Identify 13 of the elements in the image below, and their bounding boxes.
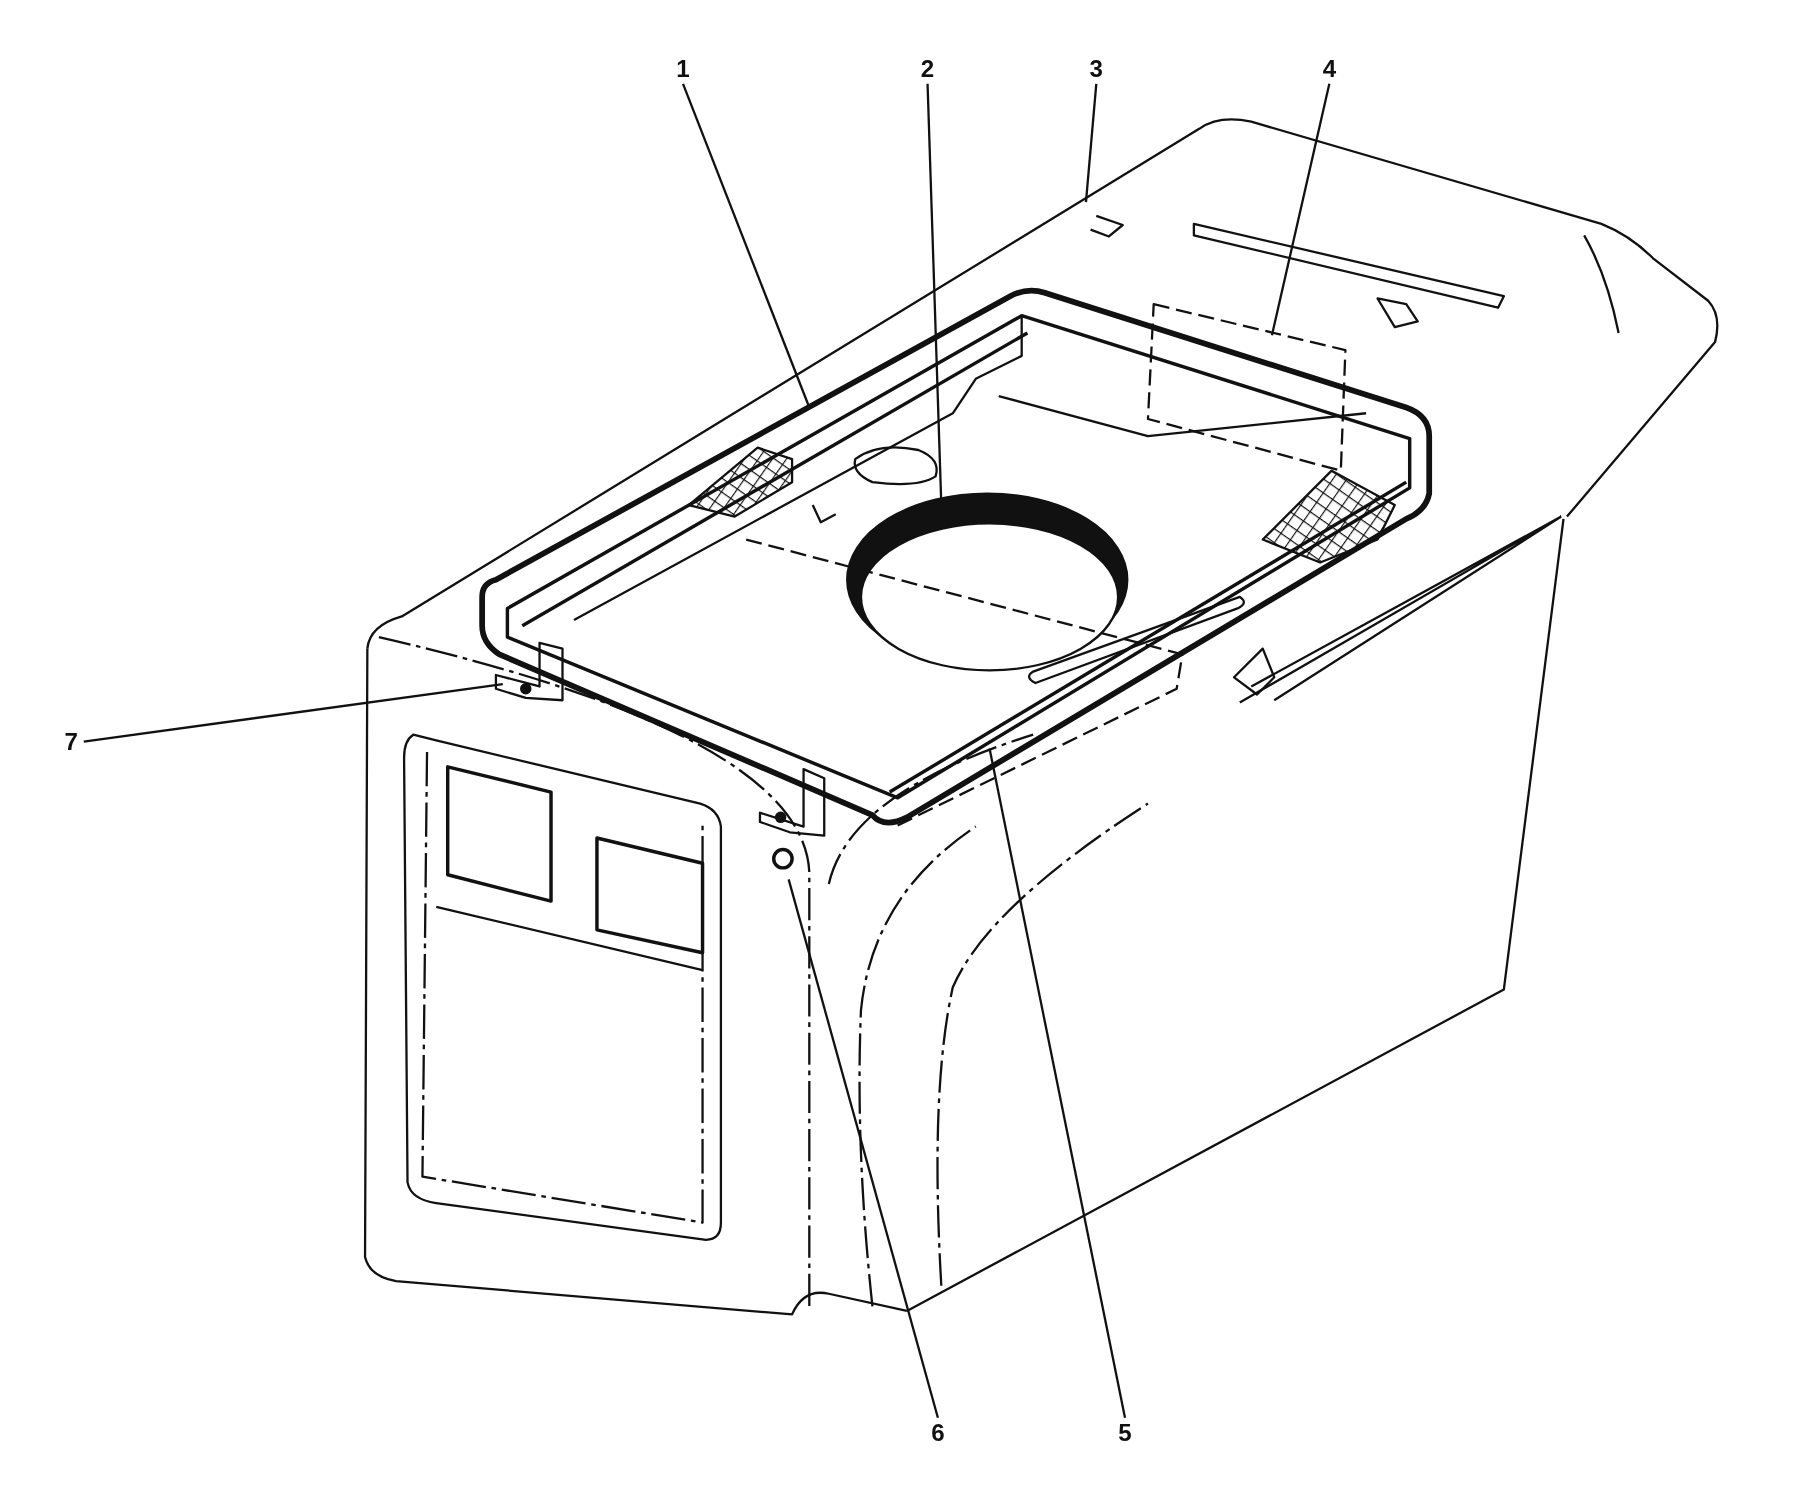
callout-number: 4 xyxy=(1317,55,1341,83)
leader-line xyxy=(83,683,503,743)
callout-number: 3 xyxy=(1084,55,1108,83)
callout-number: 5 xyxy=(1113,1418,1137,1447)
leader-line xyxy=(988,748,1127,1418)
leader-line xyxy=(1084,83,1098,203)
callout-number: 1 xyxy=(671,55,695,83)
callout-number: 7 xyxy=(59,727,83,756)
leader-line xyxy=(787,879,939,1419)
leader-line xyxy=(681,83,811,408)
callout-number: 2 xyxy=(916,55,940,83)
callout-number: 6 xyxy=(926,1418,950,1447)
leader-line xyxy=(1270,83,1331,336)
